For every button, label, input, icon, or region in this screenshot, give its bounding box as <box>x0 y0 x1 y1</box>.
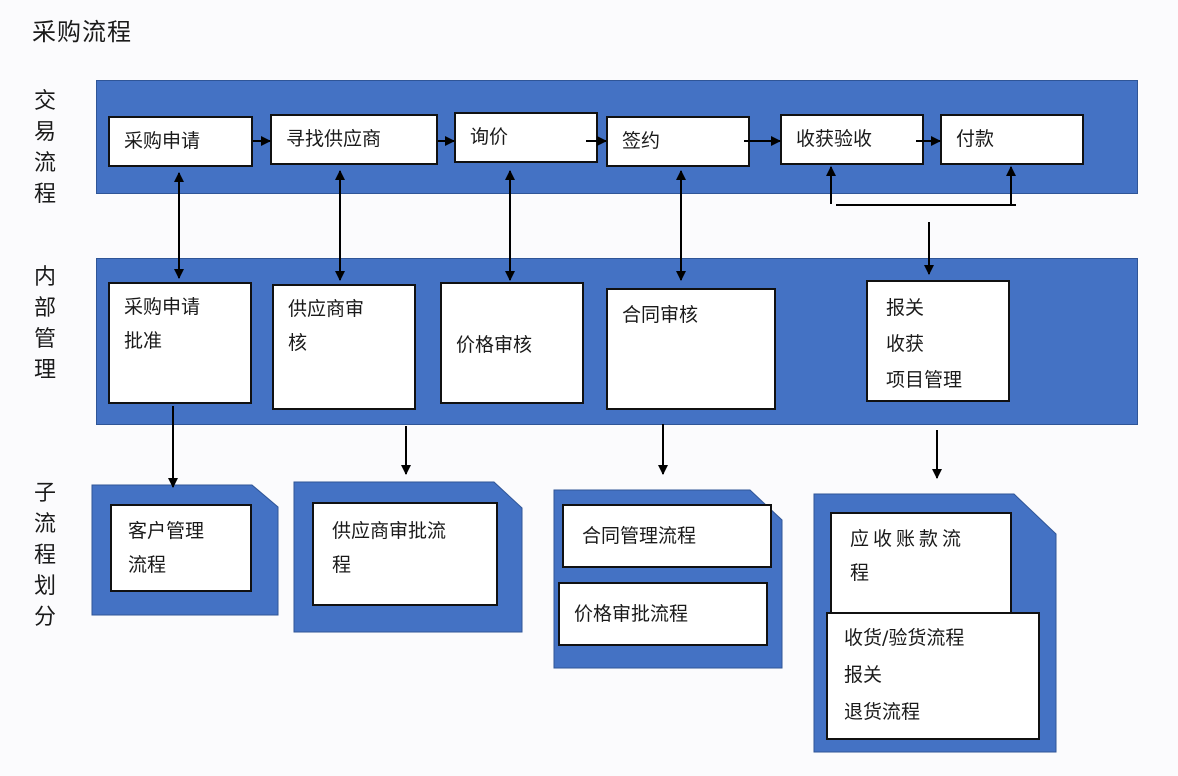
internal-item-customs-receiving-pm[interactable]: 报关 收获 项目管理 <box>866 280 1010 402</box>
subprocess-accounts-receivable[interactable]: 应收账款流 程 <box>830 512 1012 616</box>
subprocess-supplier-approval[interactable]: 供应商审批流 程 <box>312 502 498 606</box>
lane-label-transaction: 交 易 流 程 <box>33 89 56 207</box>
internal-item-supplier-review[interactable]: 供应商审 核 <box>272 284 416 410</box>
subprocess-receiving-customs-returns[interactable]: 收货/验货流程 报关 退货流程 <box>826 612 1040 740</box>
flow-step-payment[interactable]: 付款 <box>940 114 1084 165</box>
subprocess-contract-management[interactable]: 合同管理流程 <box>562 504 772 568</box>
lane-label-internal: 内 部 管 理 <box>33 265 56 383</box>
flow-step-receive-inspect[interactable]: 收获验收 <box>780 114 924 165</box>
internal-item-request-approval[interactable]: 采购申请 批准 <box>108 282 252 404</box>
subprocess-price-approval[interactable]: 价格审批流程 <box>558 582 768 646</box>
subprocess-customer-management[interactable]: 客户管理 流程 <box>110 504 252 592</box>
flow-step-find-supplier[interactable]: 寻找供应商 <box>270 114 438 165</box>
lane-label-subprocess: 子 流 程 划 分 <box>33 481 56 630</box>
flow-step-sign-contract[interactable]: 签约 <box>606 116 750 167</box>
diagram-title: 采购流程 <box>32 18 132 46</box>
internal-item-price-review[interactable]: 价格审核 <box>440 282 584 404</box>
flow-step-inquiry[interactable]: 询价 <box>454 112 598 163</box>
internal-item-contract-review[interactable]: 合同审核 <box>606 288 776 410</box>
flow-step-purchase-request[interactable]: 采购申请 <box>108 116 253 167</box>
